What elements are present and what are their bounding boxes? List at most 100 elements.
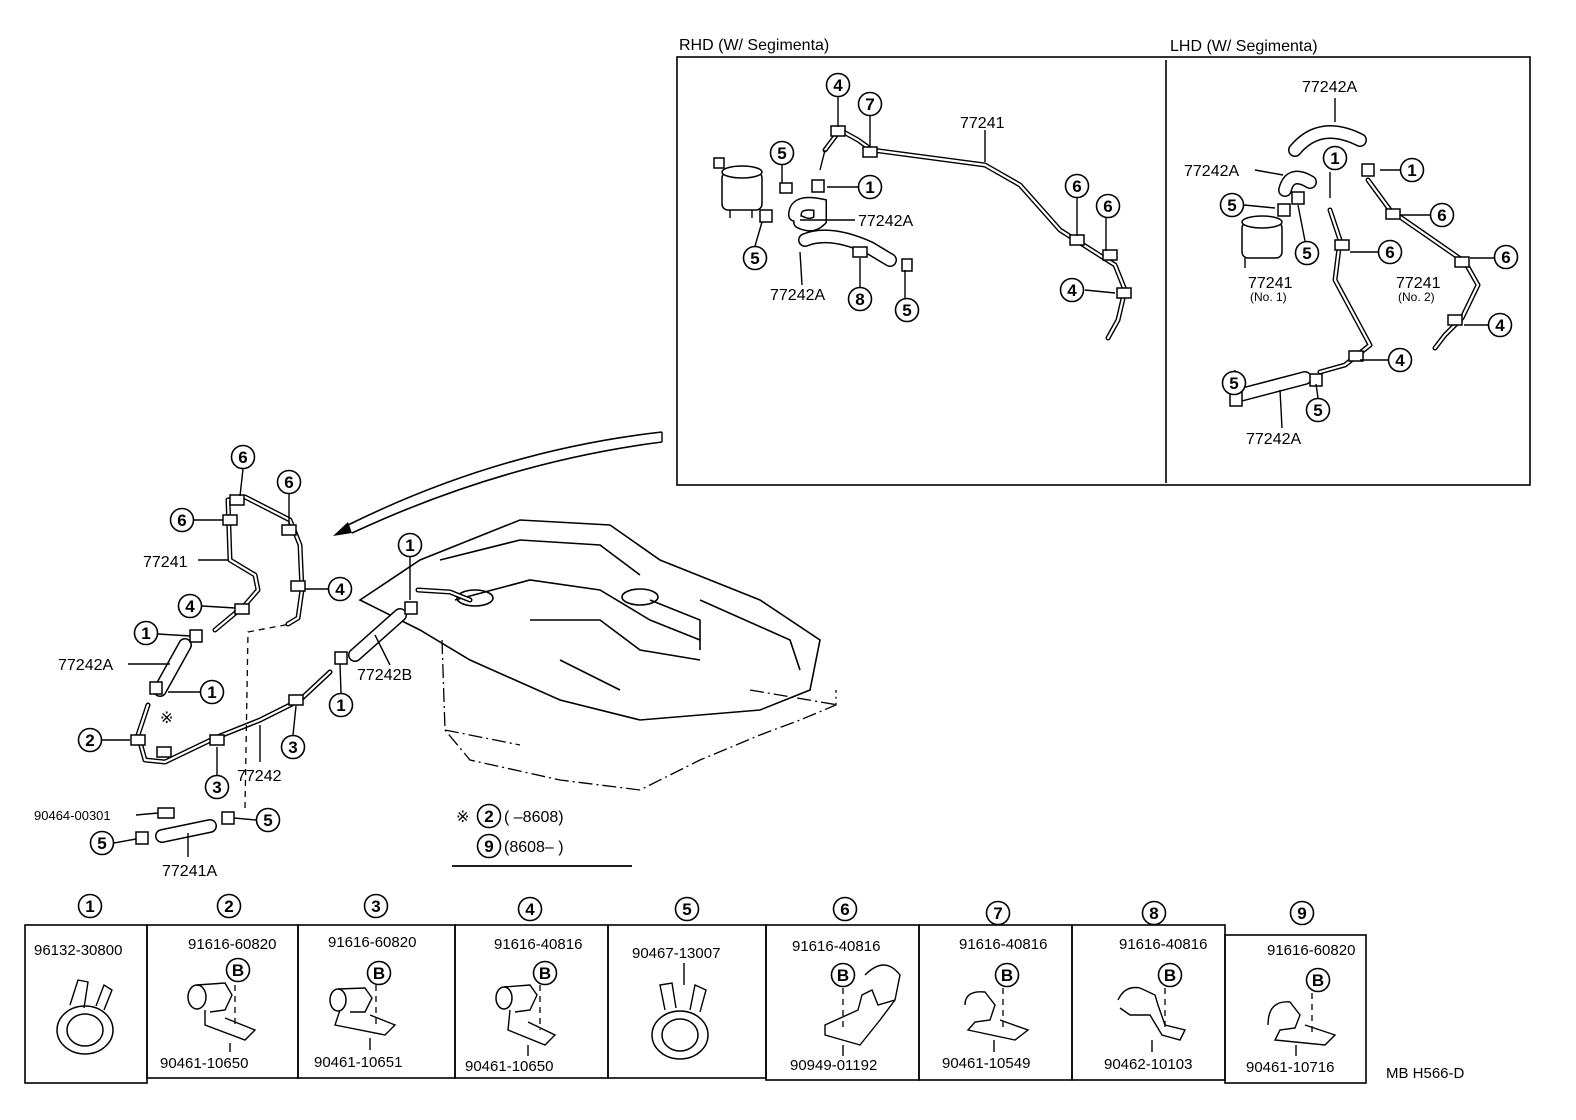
main-piping: 6 6 6 4 4 1 1 2 3 3 1 1 5 5 77241 77242A… xyxy=(34,444,423,880)
legend-num: 7 xyxy=(993,904,1002,923)
legend-cell-3: 3 91616-60820 B 90461-10651 xyxy=(314,893,416,1071)
note-block: ※ 2 ( –8608) 9 (8608– ) xyxy=(452,803,632,867)
legend-b-mark: B xyxy=(1001,966,1013,985)
note-mark: ※ xyxy=(456,809,469,826)
rhd-callout-6a: 6 xyxy=(1072,177,1081,196)
lhd-section: 1 1 5 5 6 6 6 4 4 5 5 77242A 77242A 7724… xyxy=(1184,79,1519,448)
main-callout-1c: 1 xyxy=(336,696,345,715)
rhd-callout-7: 7 xyxy=(865,95,874,114)
main-callout-2: 2 xyxy=(85,731,94,750)
lhd-label-no2: (No. 2) xyxy=(1398,290,1435,304)
note-2-text: ( –8608) xyxy=(504,809,564,826)
main-label-77241: 77241 xyxy=(143,554,188,571)
main-callout-5a: 5 xyxy=(263,811,272,830)
p-clamp-icon xyxy=(964,991,1030,1041)
rhd-label-77242A-upper: 77242A xyxy=(858,213,913,230)
lhd-callout-1b: 1 xyxy=(1407,161,1416,180)
lhd-label-77242A-top: 77242A xyxy=(1302,79,1357,96)
lhd-callout-6c: 6 xyxy=(1501,248,1510,267)
fuel-tank xyxy=(358,519,839,791)
note-callout-9: 9 xyxy=(484,837,493,856)
legend-bottom-part: 90949-01192 xyxy=(790,1057,877,1074)
rhd-callout-4: 4 xyxy=(833,76,843,95)
clamp-bracket-icon xyxy=(495,986,513,1010)
rhd-callout-4b: 4 xyxy=(1067,281,1077,300)
main-note-mark: ※ xyxy=(160,710,173,727)
rhd-callout-5c: 5 xyxy=(902,301,911,320)
legend-num: 2 xyxy=(224,897,233,916)
rhd-callout-1: 1 xyxy=(865,178,874,197)
inset-panel: RHD (W/ Segimenta) LHD (W/ Segimenta) xyxy=(676,37,1531,486)
legend-num: 3 xyxy=(371,897,380,916)
clamp-bracket-icon xyxy=(187,984,207,1010)
main-callout-6b: 6 xyxy=(284,473,293,492)
legend-top-part: 91616-60820 xyxy=(1267,942,1355,959)
legend-bottom-part: 90461-10549 xyxy=(942,1055,1030,1072)
double-clamp-icon xyxy=(824,964,901,1046)
lhd-canister xyxy=(1241,215,1283,268)
legend-top-part: 91616-40816 xyxy=(494,936,582,953)
legend-b-mark: B xyxy=(1312,971,1324,990)
lhd-callout-5b: 5 xyxy=(1302,244,1311,263)
legend-cell-2: 2 91616-60820 B 90461-10650 xyxy=(160,893,276,1072)
legend-top-part: 96132-30800 xyxy=(34,942,122,959)
main-callout-1a: 1 xyxy=(141,624,150,643)
clamp-bracket-icon xyxy=(329,988,347,1012)
main-label-77242: 77242 xyxy=(237,768,282,785)
legend-cell-5: 5 90467-13007 xyxy=(632,896,720,1060)
main-callout-6c: 6 xyxy=(177,511,186,530)
rhd-callout-8: 8 xyxy=(855,290,864,309)
lhd-callout-6b: 6 xyxy=(1385,243,1394,262)
lhd-callout-5d: 5 xyxy=(1313,401,1322,420)
legend-b-mark: B xyxy=(373,964,385,983)
main-label-90464: 90464-00301 xyxy=(34,808,111,823)
lhd-callout-1a: 1 xyxy=(1330,149,1339,168)
legend-bottom-part: 90461-10651 xyxy=(314,1054,402,1071)
rhd-canister xyxy=(713,157,763,218)
legend-bottom-part: 90462-10103 xyxy=(1104,1056,1192,1073)
legend-cell-9: 9 91616-60820 B 90461-10716 xyxy=(1246,900,1355,1076)
lhd-callout-5a: 5 xyxy=(1227,196,1236,215)
lhd-label-no1: (No. 1) xyxy=(1250,290,1287,304)
legend-bottom-part: 90461-10650 xyxy=(160,1055,248,1072)
rhd-callout-5a: 5 xyxy=(777,144,786,163)
rhd-label-77242A-lower: 77242A xyxy=(770,287,825,304)
legend-num: 5 xyxy=(682,900,691,919)
lhd-label-77241-no1: 77241 xyxy=(1248,275,1293,292)
p-clamp-icon xyxy=(1267,1001,1337,1046)
legend-top-part: 91616-40816 xyxy=(1119,936,1207,953)
rhd-callout-6b: 6 xyxy=(1103,197,1112,216)
legend-top-part: 91616-40816 xyxy=(792,938,880,955)
legend-num: 8 xyxy=(1149,904,1158,923)
legend-cell-4: 4 91616-40816 B 90461-10650 xyxy=(465,896,582,1075)
lhd-label-77242A-mid: 77242A xyxy=(1184,163,1239,180)
note-callout-2: 2 xyxy=(484,807,493,826)
legend-num: 4 xyxy=(525,900,535,919)
main-callout-1b: 1 xyxy=(207,683,216,702)
legend-b-mark: B xyxy=(539,964,551,983)
rhd-label-77241: 77241 xyxy=(960,115,1005,132)
main-label-77242A: 77242A xyxy=(58,657,113,674)
legend-cell-6: 6 91616-40816 B 90949-01192 xyxy=(790,896,901,1074)
rhd-callout-5b: 5 xyxy=(750,249,759,268)
legend-bottom-part: 90461-10716 xyxy=(1246,1059,1334,1076)
legend-table: 1 96132-30800 2 91616-60820 B 90461-1065… xyxy=(24,893,1465,1084)
lhd-title: LHD (W/ Segimenta) xyxy=(1170,38,1318,55)
legend-num: 9 xyxy=(1297,904,1306,923)
rhd-title: RHD (W/ Segimenta) xyxy=(679,37,829,54)
legend-b-mark: B xyxy=(837,966,849,985)
legend-top-part: 91616-40816 xyxy=(959,936,1047,953)
rhd-section: 4 7 5 1 5 8 5 6 6 4 77241 77242A 77242A xyxy=(713,72,1132,341)
legend-top-part: 91616-60820 xyxy=(328,934,416,951)
legend-top-part: 90467-13007 xyxy=(632,945,720,962)
lhd-callout-4b: 4 xyxy=(1395,351,1405,370)
main-callout-5b: 5 xyxy=(97,834,106,853)
detail-arrow xyxy=(333,431,663,536)
lhd-label-77242A-bottom: 77242A xyxy=(1246,431,1301,448)
legend-top-part: 91616-60820 xyxy=(188,936,276,953)
main-label-77241A: 77241A xyxy=(162,863,217,880)
lhd-callout-5c: 5 xyxy=(1229,374,1238,393)
lhd-label-77241-no2: 77241 xyxy=(1396,275,1441,292)
legend-num: 6 xyxy=(840,900,849,919)
